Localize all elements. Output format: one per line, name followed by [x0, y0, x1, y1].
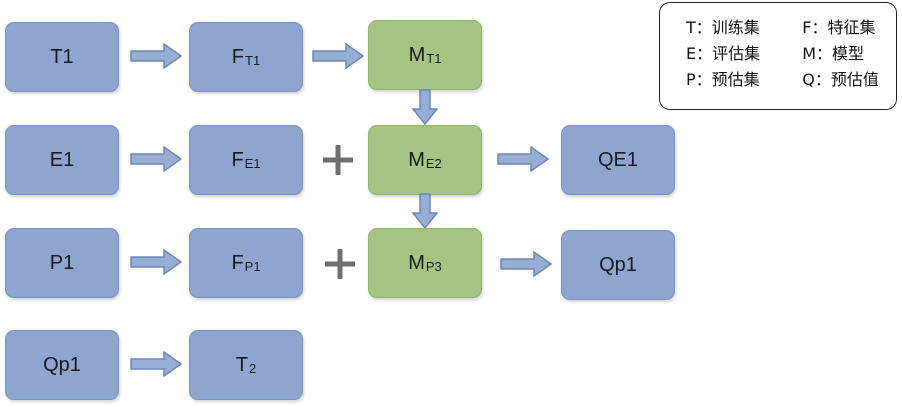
node-label: Qp1	[43, 353, 81, 376]
node-label: T1	[50, 45, 74, 68]
node-label: P1	[49, 251, 75, 274]
node-label: E1	[49, 148, 75, 171]
arrow-right-icon	[312, 43, 364, 69]
arrow-down-icon	[412, 193, 438, 229]
node-subscript: 2	[248, 360, 257, 376]
node-subscript: P1	[244, 258, 261, 274]
legend-item-e: E：评估集	[686, 44, 761, 63]
node-t1: T1	[5, 22, 119, 92]
legend-row: E：评估集 M：模型	[686, 41, 896, 67]
node-label: QE1	[597, 148, 639, 171]
node-e1: E1	[5, 125, 119, 195]
arrow-right-icon	[130, 43, 182, 69]
node-qp1-input: Qp1	[5, 330, 119, 400]
legend: T：训练集 F：特征集 E：评估集 M：模型 P：预估集 Q：预估值	[659, 2, 897, 110]
legend-item-f: F：特征集	[802, 18, 876, 37]
node-subscript: T1	[426, 50, 442, 66]
node-p1: P1	[5, 228, 119, 298]
node-label: F	[231, 251, 244, 274]
node-label: M	[408, 148, 425, 171]
arrow-right-icon	[497, 146, 549, 172]
legend-item-q: Q：预估值	[802, 70, 879, 89]
node-label: T	[235, 353, 248, 376]
node-subscript: E1	[244, 155, 261, 171]
node-qe1: QE1	[561, 125, 675, 195]
arrow-right-icon	[130, 146, 182, 172]
legend-row: P：预估集 Q：预估值	[686, 67, 896, 93]
arrow-right-icon	[130, 351, 182, 377]
node-subscript: T1	[245, 52, 261, 68]
arrow-right-icon	[130, 249, 182, 275]
legend-item-p: P：预估集	[686, 70, 760, 89]
node-label: F	[231, 45, 245, 68]
arrow-right-icon	[500, 251, 552, 277]
legend-item-t: T：训练集	[686, 18, 760, 37]
arrow-down-icon	[412, 89, 438, 125]
node-label: Qp1	[599, 253, 637, 276]
node-label: M	[408, 43, 426, 66]
node-qp1: Qp1	[561, 230, 675, 300]
legend-row: T：训练集 F：特征集	[686, 15, 896, 41]
node-label: F	[231, 148, 244, 171]
plus-icon	[325, 249, 355, 279]
plus-icon	[323, 145, 353, 175]
legend-item-m: M：模型	[802, 44, 865, 63]
node-subscript: P3	[425, 258, 442, 274]
node-subscript: E2	[425, 155, 442, 171]
node-label: M	[408, 251, 425, 274]
